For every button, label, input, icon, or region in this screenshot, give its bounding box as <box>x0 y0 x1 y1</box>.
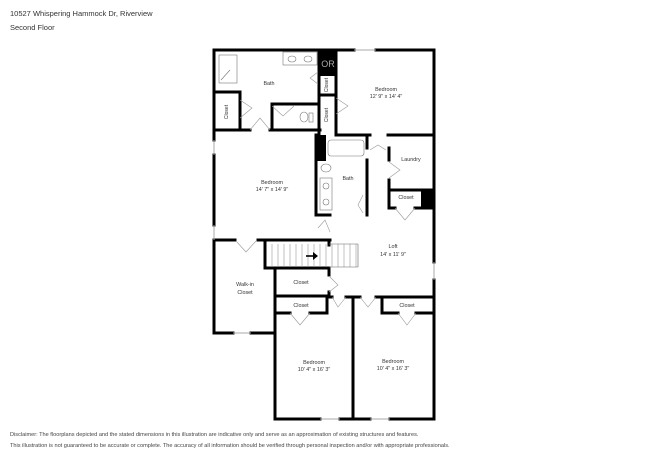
room-label-laundry: Laundry <box>401 157 421 163</box>
vanity-icon <box>319 177 333 211</box>
property-address: 10527 Whispering Hammock Dr, Riverview <box>10 9 153 18</box>
room-label-loft: Loft <box>389 244 398 250</box>
windows <box>213 49 435 420</box>
disclaimer-line-2: This illustration is not guaranteed to b… <box>10 443 450 449</box>
room-label-closet-laundry: Closet <box>398 195 414 201</box>
room-dims-bedroom-ne: 12' 9" x 14' 4" <box>370 94 403 100</box>
walls <box>212 48 436 421</box>
room-dims-bedroom-se: 10' 4" x 16' 3" <box>377 366 410 372</box>
room-label-walk-in-2: Closet <box>237 290 253 296</box>
stairs-arrow-icon <box>306 252 318 260</box>
room-label-bedroom-sw: Bedroom <box>303 360 325 366</box>
room-label-closet-sw: Closet <box>293 303 309 309</box>
room-label-closet-stairs: Closet <box>293 280 309 286</box>
room-label-closet-top-left: Closet <box>224 104 230 119</box>
room-label-walk-in: Walk-in <box>236 282 254 288</box>
doors <box>235 71 417 326</box>
room-label-closet-se: Closet <box>399 303 415 309</box>
room-dims-loft: 14' x 11' 9" <box>380 252 406 258</box>
shower-icon <box>218 54 238 84</box>
fixtures <box>218 51 365 211</box>
bathtub-icon <box>327 139 365 157</box>
double-vanity-icon <box>282 51 318 66</box>
room-label-closet-mid-a: Closet <box>324 77 330 92</box>
room-label-bedroom-se: Bedroom <box>382 359 404 365</box>
room-dims-bedroom-w: 14' 7" x 14' 9" <box>256 187 289 193</box>
disclaimer-line-1: Disclaimer: The floorplans depicted and … <box>10 432 419 438</box>
toilet-icon <box>299 111 309 123</box>
room-label-bath-mid: Bath <box>342 176 353 182</box>
room-label-bedroom-w: Bedroom <box>261 180 283 186</box>
room-label-bath-top: Bath <box>263 81 274 87</box>
watermark: OR <box>321 59 335 69</box>
room-label-bedroom-ne: Bedroom <box>375 87 397 93</box>
wall-fills <box>316 50 434 208</box>
room-dims-bedroom-sw: 10' 4" x 16' 3" <box>298 367 331 373</box>
room-label-closet-mid-b: Closet <box>324 107 330 122</box>
toilet-icon-2 <box>320 163 332 173</box>
floor-label: Second Floor <box>10 23 55 32</box>
